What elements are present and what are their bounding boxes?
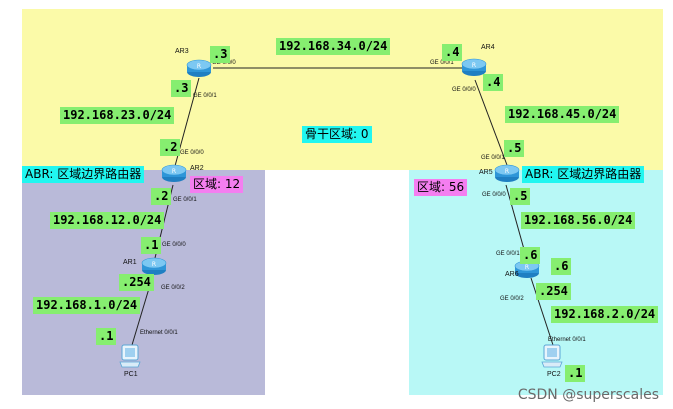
port-ar1-ge002: GE 0/0/2 bbox=[161, 285, 185, 291]
area-56-label: 区域: 56 bbox=[414, 179, 468, 196]
link-ar4-ar5 bbox=[474, 79, 508, 166]
network-label-45: 192.168.45.0/24 bbox=[505, 106, 620, 123]
svg-text:R: R bbox=[172, 168, 176, 175]
ip-ar6-s: .254 bbox=[536, 283, 571, 300]
port-ar3-ge001: GE 0/0/1 bbox=[193, 93, 217, 99]
ip-ar6-e: .6 bbox=[551, 258, 572, 275]
network-label-23: 192.168.23.0/24 bbox=[60, 107, 175, 124]
port-pc1-eth: Ethernet 0/0/1 bbox=[140, 330, 178, 336]
port-ar2-ge000: GE 0/0/0 bbox=[180, 150, 204, 156]
svg-text:R: R bbox=[472, 62, 476, 69]
device-name-ar4: AR4 bbox=[481, 44, 495, 51]
router-icon-ar5[interactable]: R bbox=[494, 163, 520, 183]
router-icon-ar3[interactable]: R bbox=[186, 58, 212, 78]
svg-text:R: R bbox=[525, 264, 529, 271]
device-name-ar5: AR5 bbox=[479, 169, 493, 176]
ip-pc2: .1 bbox=[565, 365, 586, 382]
backbone-area-0 bbox=[22, 9, 663, 170]
ip-ar2-s: .2 bbox=[151, 188, 172, 205]
device-name-pc1: PC1 bbox=[124, 371, 138, 378]
ip-ar6-n: .6 bbox=[520, 247, 541, 264]
ip-pc1: .1 bbox=[96, 328, 117, 345]
area-56 bbox=[409, 170, 663, 395]
ip-ar5-n: .5 bbox=[504, 140, 525, 157]
area-12-label: 区域: 12 bbox=[190, 176, 244, 193]
ip-ar1-s: .254 bbox=[119, 274, 154, 291]
port-ar5-ge000: GE 0/0/0 bbox=[482, 192, 506, 198]
port-ar6-ge001: GE 0/0/1 bbox=[496, 251, 520, 257]
network-label-1: 192.168.1.0/24 bbox=[33, 297, 141, 314]
watermark: CSDN @superscales bbox=[517, 387, 659, 403]
device-name-ar2: AR2 bbox=[190, 165, 204, 172]
pc-icon-pc1[interactable] bbox=[118, 343, 142, 369]
network-label-2: 192.168.2.0/24 bbox=[551, 306, 659, 323]
port-ar4-ge001: GE 0/0/1 bbox=[430, 60, 454, 66]
port-ar5-ge001: GE 0/0/1 bbox=[481, 155, 505, 161]
ip-ar5-s: .5 bbox=[510, 188, 531, 205]
device-name-ar1: AR1 bbox=[123, 259, 137, 266]
pc-icon-pc2[interactable] bbox=[540, 343, 564, 369]
ip-ar2-n: .2 bbox=[160, 139, 181, 156]
ip-ar4-w: .4 bbox=[442, 44, 463, 61]
router-icon-ar1[interactable]: R bbox=[141, 256, 167, 276]
port-pc2-eth: Ethernet 0/0/1 bbox=[548, 337, 586, 343]
svg-text:R: R bbox=[197, 63, 201, 70]
port-ar2-ge001: GE 0/0/1 bbox=[173, 197, 197, 203]
port-ar4-ge000: GE 0/0/0 bbox=[452, 87, 476, 93]
ip-ar3-e: .3 bbox=[210, 46, 231, 63]
backbone-area-label: 骨干区域: 0 bbox=[302, 126, 372, 143]
svg-text:R: R bbox=[152, 261, 156, 268]
ip-ar1-n: .1 bbox=[141, 237, 162, 254]
network-label-34: 192.168.34.0/24 bbox=[276, 38, 391, 55]
device-name-pc2: PC2 bbox=[547, 371, 561, 378]
network-label-56: 192.168.56.0/24 bbox=[521, 212, 636, 229]
port-ar6-ge002: GE 0/0/2 bbox=[500, 296, 524, 302]
svg-text:R: R bbox=[505, 168, 509, 175]
network-label-12: 192.168.12.0/24 bbox=[50, 212, 165, 229]
abr-label-left: ABR: 区域边界路由器 bbox=[22, 166, 145, 183]
device-name-ar3: AR3 bbox=[175, 48, 189, 55]
router-icon-ar2[interactable]: R bbox=[161, 163, 187, 183]
port-ar1-ge000: GE 0/0/0 bbox=[162, 242, 186, 248]
abr-label-right: ABR: 区域边界路由器 bbox=[522, 166, 645, 183]
port-ar3-ge000: GE 0/0/0 bbox=[212, 60, 236, 66]
device-name-ar6: AR6 bbox=[505, 271, 519, 278]
ip-ar4-s: .4 bbox=[483, 74, 504, 91]
router-icon-ar4[interactable]: R bbox=[461, 57, 487, 77]
ip-ar3-s: .3 bbox=[171, 80, 192, 97]
link-ar6-pc2 bbox=[530, 277, 554, 346]
